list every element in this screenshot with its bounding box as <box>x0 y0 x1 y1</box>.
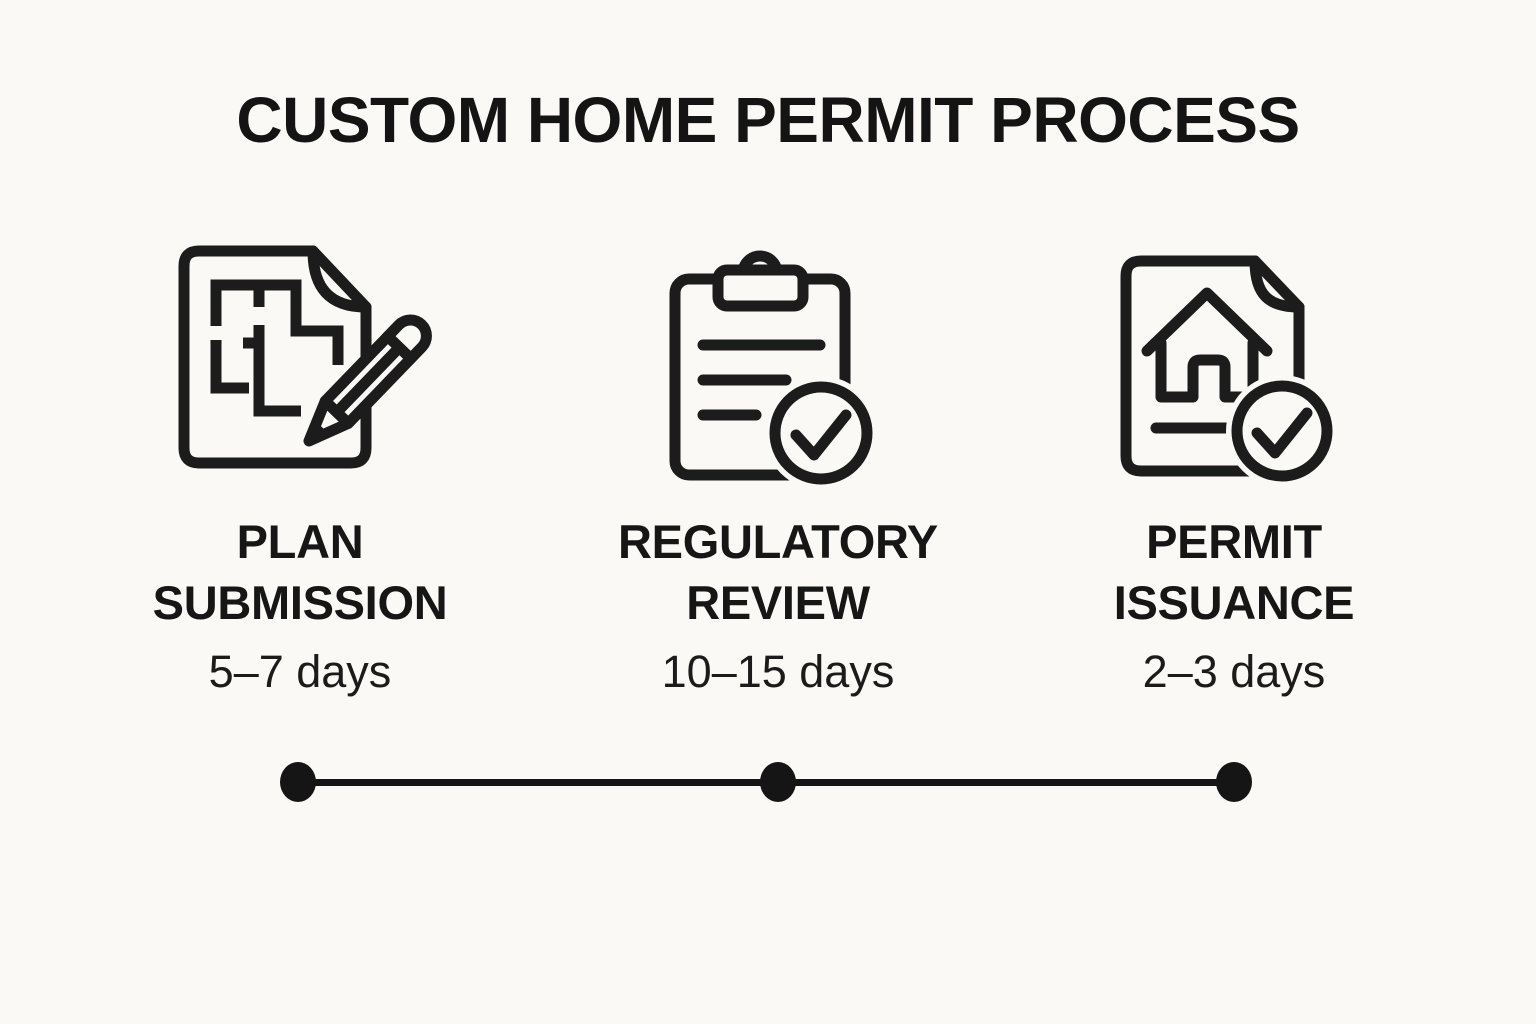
step-name-line2: REVIEW <box>686 576 870 629</box>
step-name-line1: PLAN <box>236 515 364 568</box>
clipboard-check-icon <box>538 243 1018 493</box>
step-name-line1: REGULATORY <box>618 515 938 568</box>
timeline-node-1 <box>280 762 316 802</box>
step-duration: 10–15 days <box>661 646 895 697</box>
step-regulatory-review: REGULATORY REVIEW 10–15 days <box>538 243 1018 697</box>
step-permit-issuance: PERMIT ISSUANCE 2–3 days <box>994 243 1474 697</box>
page-title: CUSTOM HOME PERMIT PROCESS <box>236 84 1300 156</box>
step-plan-submission: PLAN SUBMISSION 5–7 days <box>60 243 540 697</box>
floor-plan-pencil-icon <box>60 243 540 493</box>
step-name: PLAN SUBMISSION <box>60 511 540 633</box>
step-name-line1: PERMIT <box>1146 515 1322 568</box>
step-duration: 5–7 days <box>208 646 392 697</box>
step-duration: 2–3 days <box>1142 646 1326 697</box>
step-name: REGULATORY REVIEW <box>538 511 1018 633</box>
timeline-node-2 <box>760 762 796 802</box>
house-document-check-icon <box>994 243 1474 493</box>
step-name: PERMIT ISSUANCE <box>994 511 1474 633</box>
step-name-line2: SUBMISSION <box>152 576 448 629</box>
step-name-line2: ISSUANCE <box>1113 576 1355 629</box>
timeline-node-3 <box>1216 762 1252 802</box>
